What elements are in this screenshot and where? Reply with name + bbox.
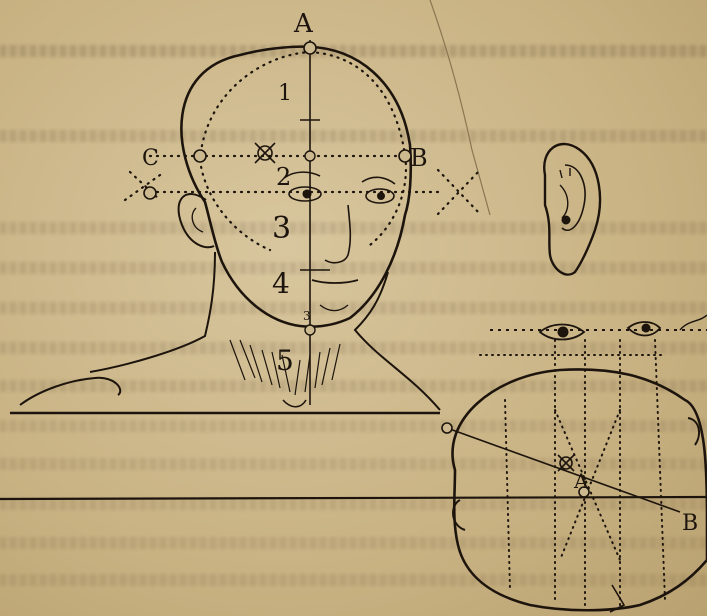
right-brow — [362, 177, 395, 184]
top-view-label-b: B — [682, 511, 698, 536]
diagonal-cb — [447, 428, 680, 512]
zone-number-2: 2 — [276, 163, 291, 191]
nose — [325, 205, 350, 263]
zone-number-5: 5 — [276, 344, 294, 377]
shoulder-left — [20, 378, 120, 405]
label-c-left: C — [142, 146, 159, 171]
ear-study — [544, 144, 600, 275]
page-rule — [0, 497, 707, 499]
label-b-right: B — [410, 144, 428, 172]
zone-number-3: 3 — [272, 211, 291, 246]
chin — [320, 305, 348, 311]
front-head — [10, 40, 480, 413]
point-a-circle — [304, 42, 316, 54]
label-a-top: A — [293, 9, 314, 39]
top-view-head — [442, 315, 707, 612]
dotted-x-mark — [438, 170, 480, 214]
neck-right — [355, 272, 440, 410]
point-c-circle — [194, 150, 206, 162]
mouth — [312, 280, 358, 283]
dotted-arc — [200, 52, 406, 245]
zone-number-4: 4 — [272, 267, 290, 300]
zone-number-1: 1 — [278, 81, 292, 106]
head-outline — [181, 47, 410, 327]
top-view-label-a: A — [573, 469, 589, 493]
zone-small-3: 3 — [303, 309, 311, 323]
paper-fold — [430, 0, 490, 215]
neck-left — [90, 252, 215, 372]
